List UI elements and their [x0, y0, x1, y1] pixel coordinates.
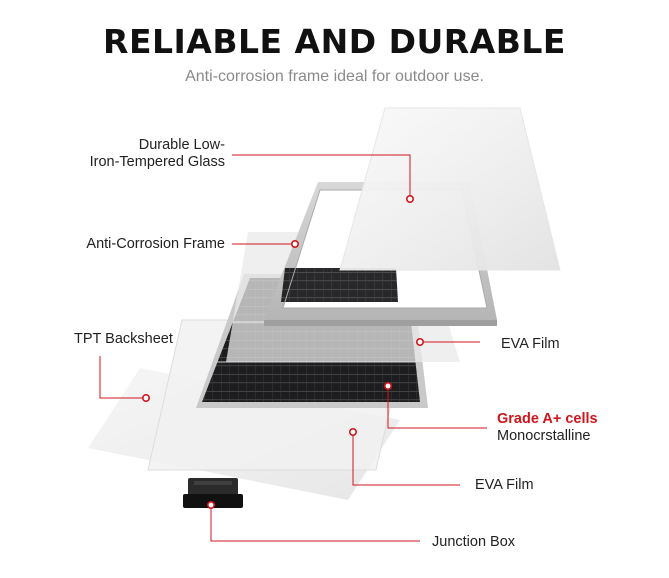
dot-glass: [405, 195, 414, 204]
leader-glass: [232, 154, 411, 197]
label-tempered-glass-line1: Durable Low-: [138, 137, 225, 153]
label-eva-film-bottom: EVA Film: [475, 477, 534, 493]
junction-box-shape: [183, 478, 243, 508]
leader-backsheet: [99, 356, 143, 399]
dot-cells: [383, 381, 392, 390]
label-grade-cells: Grade A+ cells Monocrstalline: [497, 411, 598, 445]
leader-eva-bottom: [352, 432, 460, 486]
label-tempered-glass: Durable Low- Iron-Tempered Glass: [40, 137, 225, 171]
leader-lines: [99, 154, 487, 542]
label-anti-corrosion-frame: Anti-Corrosion Frame: [86, 236, 225, 252]
leader-dots: [142, 195, 424, 509]
label-eva-film-top: EVA Film: [501, 336, 560, 352]
leader-cells: [387, 389, 487, 429]
page-title: RELIABLE AND DURABLE: [103, 22, 566, 61]
dot-frame: [290, 240, 299, 249]
label-junction-box: Junction Box: [432, 534, 516, 550]
leader-junction: [210, 507, 420, 542]
label-grade-cells-sub: Monocrstalline: [497, 428, 591, 444]
dot-junction: [207, 500, 216, 509]
label-tpt-backsheet: TPT Backsheet: [74, 331, 173, 347]
tempered-glass-layer: [340, 108, 560, 270]
label-tempered-glass-line2: Iron-Tempered Glass: [89, 154, 225, 170]
dot-backsheet: [142, 393, 151, 402]
page-subtitle: Anti-corrosion frame ideal for outdoor u…: [185, 68, 484, 85]
dot-eva-top: [415, 337, 424, 346]
label-grade-cells-highlight: Grade A+ cells: [497, 411, 598, 427]
dot-eva-bottom: [348, 427, 357, 436]
